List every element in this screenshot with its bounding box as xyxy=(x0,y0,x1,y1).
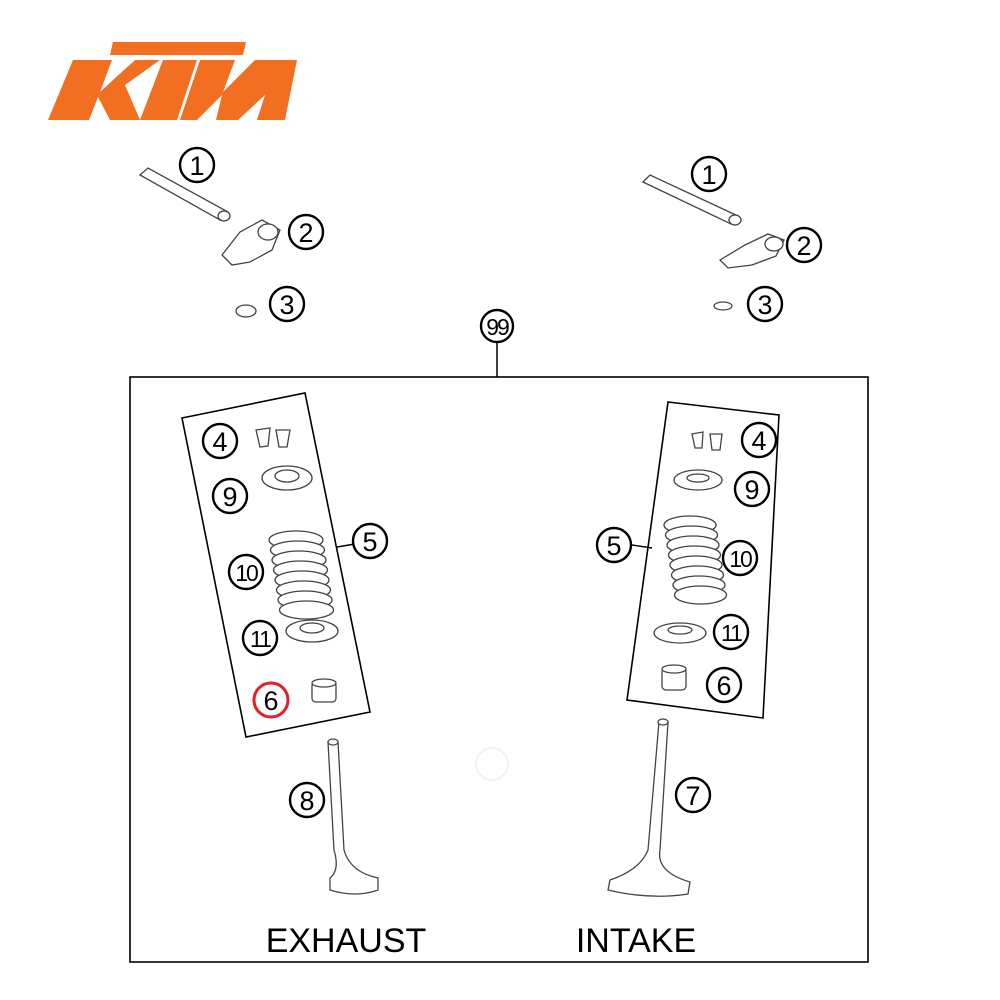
callout-left-3[interactable]: 3 xyxy=(268,285,306,323)
rocker-arm-right xyxy=(718,233,785,269)
callout-label: 3 xyxy=(757,290,772,320)
exhaust-caption: EXHAUST xyxy=(266,922,427,960)
callout-intake-5[interactable]: 5 xyxy=(595,526,633,564)
valve-keepers-exhaust xyxy=(255,427,291,448)
callout-exhaust-11[interactable]: 11 xyxy=(241,619,279,657)
callout-intake-10[interactable]: 10 xyxy=(721,539,759,577)
rocker-arm-left xyxy=(221,219,281,266)
valve-stem-seal-intake xyxy=(661,664,687,691)
faint-circle-mark xyxy=(475,747,509,781)
shim-left xyxy=(235,304,257,318)
spring-seat-intake xyxy=(653,622,707,644)
callout-circle xyxy=(252,681,290,719)
callout-circle xyxy=(712,613,750,651)
callout-label: 2 xyxy=(796,231,811,261)
callout-label: 1 xyxy=(189,151,204,181)
spring-seat-exhaust xyxy=(285,619,339,643)
callout-label: 9 xyxy=(744,475,759,505)
callout-label: 7 xyxy=(685,781,700,811)
callout-exhaust-5[interactable]: 5 xyxy=(351,522,389,560)
spring-coil xyxy=(673,585,728,605)
callout-circle xyxy=(690,155,728,193)
callout-left-2[interactable]: 2 xyxy=(287,213,325,251)
intake-caption: INTAKE xyxy=(576,922,696,960)
spring-retainer-intake xyxy=(673,469,723,491)
callout-label: 5 xyxy=(362,527,377,557)
callout-label: 6 xyxy=(716,671,731,701)
shim-right xyxy=(713,301,733,311)
rocker-shaft-left xyxy=(138,167,231,222)
spring-coil xyxy=(278,600,335,620)
ktm-logo xyxy=(48,42,297,120)
callout-intake-9[interactable]: 9 xyxy=(733,470,771,508)
callout-label: 4 xyxy=(751,426,766,456)
intake-valve xyxy=(607,718,691,897)
callout-right-3[interactable]: 3 xyxy=(746,285,784,323)
valve-keepers-intake xyxy=(691,431,723,451)
callout-left-1[interactable]: 1 xyxy=(178,146,216,184)
callout-label: 10 xyxy=(729,546,752,572)
callout-intake-7[interactable]: 7 xyxy=(674,776,712,814)
valve-stem-seal-exhaust xyxy=(311,678,337,703)
callout-circle xyxy=(227,553,265,591)
callout-label: 9 xyxy=(222,482,237,512)
callout-exhaust-4[interactable]: 4 xyxy=(201,422,239,460)
callout-label: 6 xyxy=(263,686,278,716)
callout-intake-4[interactable]: 4 xyxy=(740,421,778,459)
spring-retainer-exhaust xyxy=(261,465,313,491)
valve-spring-exhaust xyxy=(268,530,335,620)
callout-99[interactable]: 99 xyxy=(479,308,515,344)
callout-circle xyxy=(241,619,279,657)
callout-right-2[interactable]: 2 xyxy=(785,226,823,264)
callout-right-1[interactable]: 1 xyxy=(690,155,728,193)
callout-circle xyxy=(211,477,249,515)
intake-spring-panel xyxy=(626,401,780,719)
callout-circle xyxy=(733,470,771,508)
callout-circle xyxy=(595,526,633,564)
callout-99-label: 99 xyxy=(486,314,509,340)
callout-exhaust-6[interactable]: 6 xyxy=(252,681,290,719)
callout-exhaust-9[interactable]: 9 xyxy=(211,477,249,515)
callout-exhaust-10[interactable]: 10 xyxy=(227,553,265,591)
callout-label: 10 xyxy=(235,560,258,586)
callout-circle xyxy=(674,776,712,814)
callout-intake-6[interactable]: 6 xyxy=(705,666,743,704)
callout-circle xyxy=(705,666,743,704)
callout-label: 2 xyxy=(298,218,313,248)
callout-label: 1 xyxy=(701,160,716,190)
callout-circle xyxy=(721,539,759,577)
callout-exhaust-8[interactable]: 8 xyxy=(288,781,326,819)
callout-label: 8 xyxy=(299,786,314,816)
exhaust-valve xyxy=(327,738,379,895)
callout-circle xyxy=(785,226,823,264)
callout-circle xyxy=(740,421,778,459)
callout-intake-11[interactable]: 11 xyxy=(712,613,750,651)
valve-spring-intake xyxy=(663,515,728,605)
callout-circle xyxy=(268,285,306,323)
callout-circle xyxy=(746,285,784,323)
valve-kit-box xyxy=(129,376,869,963)
callout-label: 11 xyxy=(721,620,742,646)
rocker-shaft-right xyxy=(641,174,742,226)
callout-label: 3 xyxy=(279,290,294,320)
callout-circle xyxy=(351,522,389,560)
callout-label: 11 xyxy=(250,626,271,652)
callout-circle xyxy=(178,146,216,184)
exhaust-spring-panel xyxy=(181,392,371,738)
callout-label: 5 xyxy=(606,531,621,561)
callout-circle xyxy=(201,422,239,460)
callout-circle xyxy=(287,213,325,251)
callout-label: 4 xyxy=(212,427,227,457)
callout-circle xyxy=(288,781,326,819)
